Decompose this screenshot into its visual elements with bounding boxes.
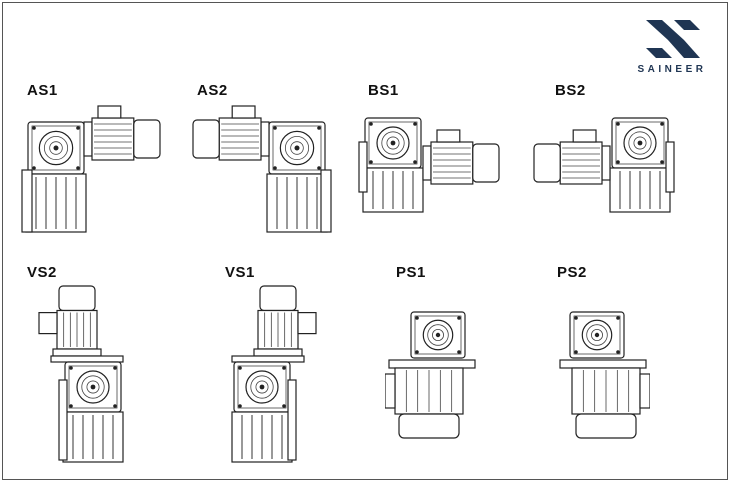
brand-name: SAINEER [637, 64, 707, 75]
drawing-vs1 [231, 285, 317, 463]
label-ps2: PS2 [557, 264, 587, 281]
drawing-vs2 [38, 285, 124, 463]
drawing-as2 [192, 105, 332, 233]
drawing-as1 [21, 105, 161, 233]
drawing-bs1 [358, 117, 500, 213]
saineer-logo-mark [646, 20, 700, 58]
label-bs1: BS1 [368, 82, 399, 99]
label-as1: AS1 [27, 82, 58, 99]
label-vs2: VS2 [27, 264, 57, 281]
label-ps1: PS1 [396, 264, 426, 281]
label-vs1: VS1 [225, 264, 255, 281]
drawing-bs2 [533, 117, 675, 213]
saineer-logo: SAINEER [622, 16, 722, 82]
label-bs2: BS2 [555, 82, 586, 99]
drawing-ps2 [559, 311, 650, 439]
label-as2: AS2 [197, 82, 228, 99]
drawing-ps1 [385, 311, 476, 439]
